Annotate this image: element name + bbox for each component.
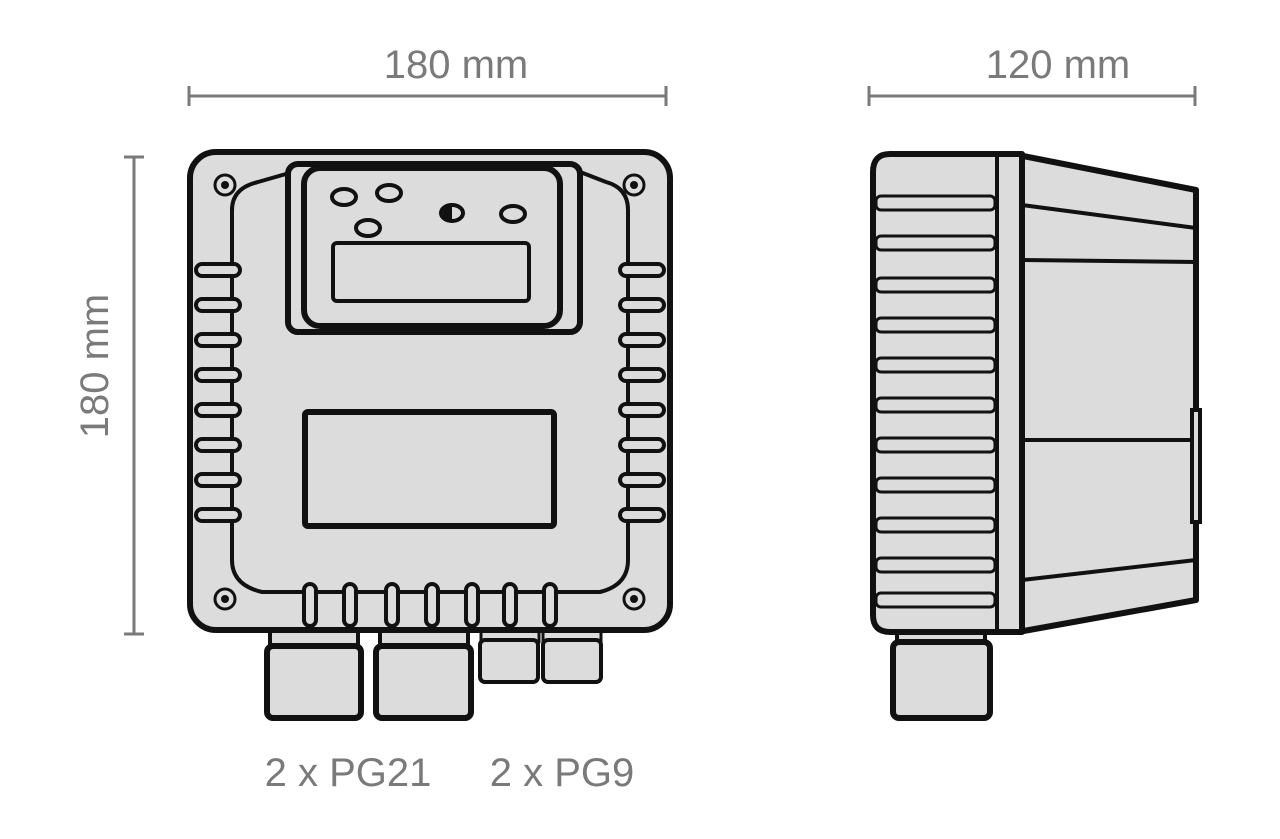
fin-bottom bbox=[302, 582, 318, 628]
pg21-label: 2 x PG21 bbox=[265, 751, 432, 795]
fin-bottom bbox=[464, 582, 480, 628]
height-dimension-line bbox=[124, 155, 144, 636]
button-1 bbox=[330, 187, 358, 207]
side-gland bbox=[890, 639, 993, 721]
front-width-label: 180 mm bbox=[384, 43, 529, 87]
fin-right bbox=[618, 472, 666, 488]
side-fin bbox=[874, 476, 997, 494]
fin-left bbox=[194, 472, 242, 488]
fin-left bbox=[194, 437, 242, 453]
pg9-label: 2 x PG9 bbox=[490, 751, 635, 795]
fin-bottom bbox=[542, 582, 558, 628]
fin-left bbox=[194, 262, 242, 278]
led-dot bbox=[443, 206, 452, 220]
fin-left bbox=[194, 507, 242, 523]
side-fins bbox=[194, 262, 666, 628]
side-fin bbox=[874, 556, 997, 574]
screw-head-icon bbox=[630, 181, 638, 189]
side-fin bbox=[874, 316, 997, 334]
pg9-gland-right bbox=[541, 624, 603, 684]
side-front-body bbox=[870, 151, 1025, 635]
front-view bbox=[187, 149, 673, 721]
fin-bottom bbox=[424, 582, 440, 628]
button-3 bbox=[354, 218, 382, 238]
pg9-gland-left bbox=[478, 624, 541, 684]
display-screen bbox=[331, 241, 531, 303]
pg21-gland-right bbox=[373, 624, 474, 721]
label-plate bbox=[302, 409, 557, 529]
corner-screws bbox=[213, 173, 646, 611]
side-fin bbox=[874, 591, 997, 609]
fin-bottom bbox=[384, 582, 400, 628]
fin-right bbox=[618, 297, 666, 313]
fin-right bbox=[618, 437, 666, 453]
fin-right bbox=[618, 367, 666, 383]
side-fin bbox=[874, 194, 997, 212]
side-view-fins bbox=[874, 194, 997, 609]
side-fin bbox=[874, 356, 997, 374]
fin-right bbox=[618, 262, 666, 278]
depth-dimension-line bbox=[867, 86, 1197, 106]
side-fin bbox=[874, 234, 997, 252]
side-fin bbox=[874, 276, 997, 294]
inner-lip bbox=[230, 168, 630, 594]
fin-left bbox=[194, 332, 242, 348]
side-fin bbox=[874, 396, 997, 414]
screw-head-icon bbox=[630, 595, 638, 603]
side-depth-label: 120 mm bbox=[986, 43, 1131, 87]
fin-right bbox=[618, 332, 666, 348]
fin-left bbox=[194, 367, 242, 383]
fin-right bbox=[618, 402, 666, 418]
side-view bbox=[870, 151, 1202, 721]
side-fin bbox=[874, 436, 997, 454]
pg21-gland-left bbox=[264, 624, 364, 721]
screw-head-icon bbox=[221, 595, 229, 603]
button-2 bbox=[375, 183, 403, 203]
front-height-label: 180 mm bbox=[73, 294, 117, 439]
side-rear-housing bbox=[1015, 152, 1199, 635]
button-4 bbox=[499, 204, 527, 224]
fin-bottom bbox=[502, 582, 518, 628]
fin-left bbox=[194, 297, 242, 313]
width-dimension-line bbox=[187, 86, 668, 106]
side-fin bbox=[874, 516, 997, 534]
fin-right bbox=[618, 507, 666, 523]
fin-bottom bbox=[342, 582, 358, 628]
fin-left bbox=[194, 402, 242, 418]
side-mount-tab bbox=[1190, 408, 1202, 524]
screw-head-icon bbox=[221, 181, 229, 189]
